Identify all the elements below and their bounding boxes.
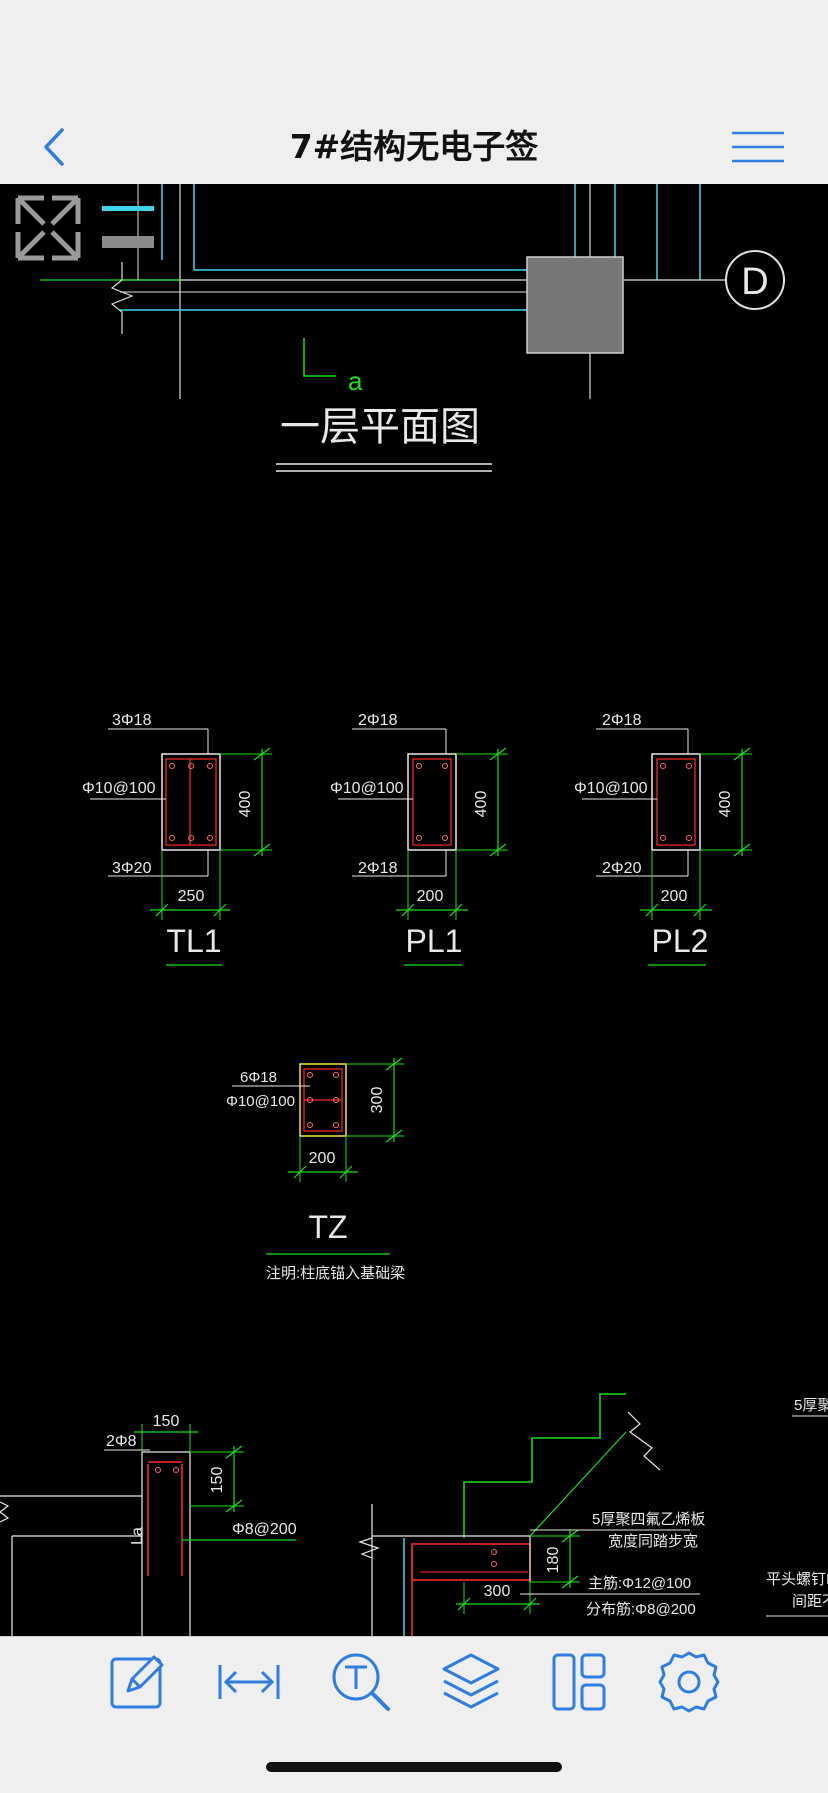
section-height: 400 — [473, 791, 490, 818]
detail-left: 150 2Φ8 150 La Φ8@200 — [0, 1413, 297, 1636]
section-height: 400 — [237, 791, 254, 818]
edit-icon[interactable] — [104, 1647, 174, 1717]
section-tl1: 3Φ18 Φ10@100 3Φ20 400 — [82, 712, 272, 966]
cad-drawing[interactable]: D a 一层平面图 3Φ18 — [0, 184, 828, 1636]
edge-text-top: 5厚聚四 — [794, 1397, 828, 1414]
section-top-rebar: 2Φ18 — [602, 712, 642, 729]
edge-text-bolt-1: 平头螺钉M4 — [766, 1571, 828, 1588]
hamburger-menu-icon[interactable] — [728, 120, 788, 174]
edge-text-bolt-2: 间距不大 — [792, 1593, 828, 1610]
drawing-canvas[interactable]: D a 一层平面图 3Φ18 — [0, 184, 828, 1636]
layout-icon[interactable] — [544, 1647, 614, 1717]
section-stirrup: Φ10@100 — [330, 780, 404, 797]
detail-note-line2: 宽度同踏步宽 — [608, 1533, 698, 1550]
detail-dim-height: 180 — [545, 1547, 562, 1574]
section-name: PL1 — [406, 923, 463, 959]
section-name: TL1 — [166, 923, 221, 959]
layers-icon[interactable] — [436, 1647, 506, 1717]
section-width: 200 — [417, 888, 444, 905]
layer-fill-icon — [102, 236, 154, 248]
status-bar — [0, 0, 828, 110]
layer-line-icon — [102, 206, 154, 211]
detail-la-label: La — [129, 1527, 146, 1545]
section-top-rebar: 3Φ18 — [112, 712, 152, 729]
detail-rebar: 2Φ8 — [106, 1433, 137, 1450]
section-tz: 6Φ18 Φ10@100 300 200 TZ 注明:柱底锚入基础梁 — [226, 1057, 405, 1282]
tz-height: 300 — [369, 1087, 386, 1114]
section-bottom-rebar: 2Φ18 — [358, 860, 398, 877]
text-search-icon[interactable] — [326, 1647, 396, 1717]
navigation-bar: 7#结构无电子签 — [0, 110, 828, 185]
settings-gear-icon[interactable] — [654, 1647, 724, 1717]
detail-dim-top: 150 — [153, 1413, 180, 1430]
plan-title: 一层平面图 — [280, 405, 480, 449]
detail-dim-side: 150 — [209, 1467, 226, 1494]
detail-stirrup: Φ8@200 — [232, 1521, 297, 1538]
section-name: PL2 — [652, 923, 709, 959]
section-height: 400 — [717, 791, 734, 818]
tz-name: TZ — [308, 1209, 347, 1245]
tz-main-rebar: 6Φ18 — [240, 1069, 277, 1086]
plan-fragment: D a 一层平面图 — [15, 184, 785, 472]
chevron-left-icon[interactable] — [28, 120, 82, 174]
edge-annotations: 5厚聚四 平头螺钉M4 间距不大 — [766, 1397, 828, 1617]
home-indicator — [266, 1762, 562, 1772]
section-bottom-rebar: 3Φ20 — [112, 860, 152, 877]
tz-stirrup: Φ10@100 — [226, 1093, 295, 1110]
fullscreen-expand-icon[interactable] — [15, 195, 81, 261]
section-width: 250 — [178, 888, 205, 905]
grid-axis-label: D — [741, 261, 768, 303]
section-width: 200 — [661, 888, 688, 905]
measure-icon[interactable] — [214, 1647, 284, 1717]
detail-dim-width: 300 — [484, 1583, 511, 1600]
detail-main-rebar: 主筋:Φ12@100 — [588, 1575, 691, 1592]
section-pl2: 2Φ18 Φ10@100 2Φ20 400 200 PL2 — [574, 712, 752, 966]
detail-note-line1: 5厚聚四氟乙烯板 — [592, 1510, 705, 1528]
la-label: a — [348, 366, 363, 396]
tz-note: 注明:柱底锚入基础梁 — [266, 1265, 405, 1282]
section-stirrup: Φ10@100 — [574, 780, 648, 797]
section-bottom-rebar: 2Φ20 — [602, 860, 642, 877]
tz-width: 200 — [309, 1150, 336, 1167]
section-stirrup: Φ10@100 — [82, 780, 156, 797]
section-top-rebar: 2Φ18 — [358, 712, 398, 729]
section-pl1: 2Φ18 Φ10@100 2Φ18 400 200 PL1 — [330, 712, 508, 966]
detail-right: 180 300 5厚聚四氟乙烯板 宽度同踏步宽 主筋:Φ12@100 分布筋:Φ… — [358, 1393, 705, 1636]
detail-dist-rebar: 分布筋:Φ8@200 — [586, 1601, 696, 1618]
page-title: 7#结构无电子签 — [289, 127, 539, 166]
